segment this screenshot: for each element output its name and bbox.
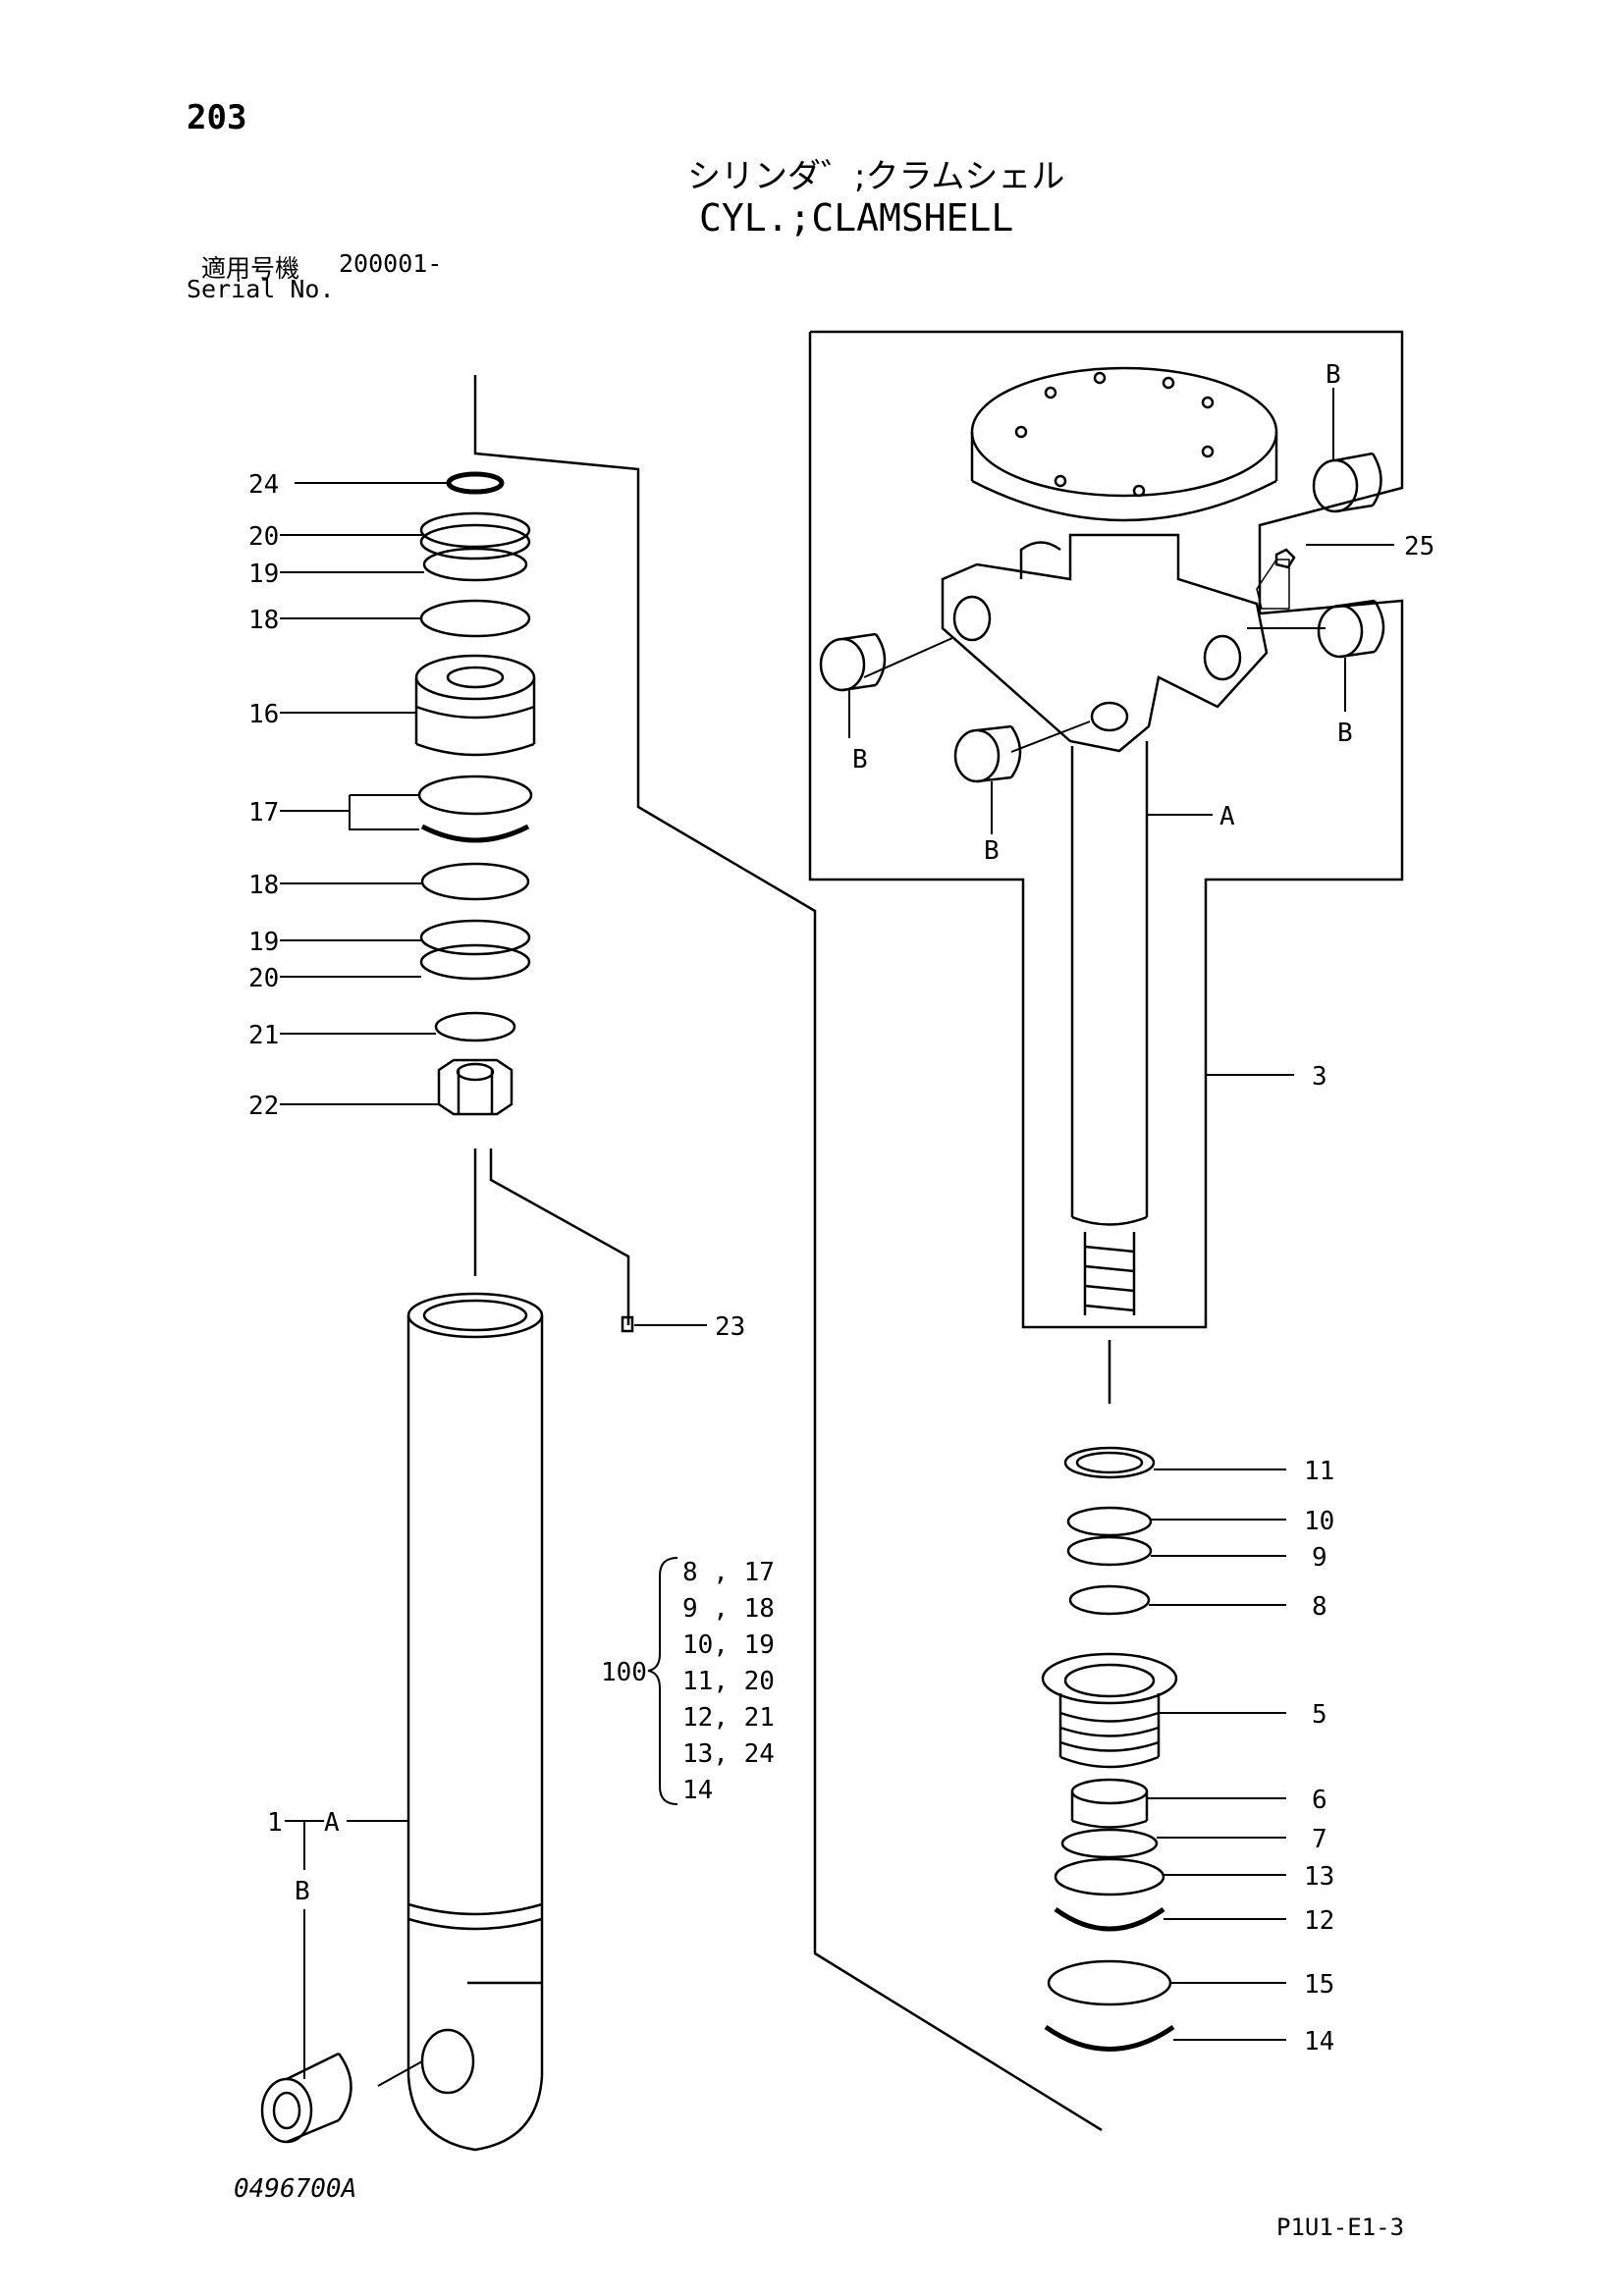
- bushing-b-4: [953, 724, 1022, 783]
- kit-row: 10, 19: [682, 1630, 775, 1660]
- ring-19a: [422, 547, 528, 582]
- kit-row: 8 , 17: [682, 1558, 775, 1587]
- rod-clevis: [941, 533, 1269, 753]
- callout-labels: 24 20 19 18 16 17 18 19 20 21 22 23 1 A …: [248, 360, 1435, 2056]
- backup-ring-18b: [420, 862, 530, 901]
- callout-19b: 19: [248, 928, 279, 957]
- cylinder-head-5: [1041, 1652, 1178, 1769]
- callout-18b: 18: [248, 871, 279, 900]
- callout-21: 21: [248, 1021, 279, 1050]
- serial-label-english: Serial No.: [187, 275, 335, 303]
- callout-1-b: B: [295, 1877, 310, 1906]
- ring-19b-20b: [419, 919, 531, 981]
- kit-row: 9 , 18: [682, 1594, 775, 1624]
- kit-row: 11, 20: [682, 1667, 775, 1696]
- callout-23: 23: [715, 1312, 745, 1342]
- wear-ring-20a: [419, 511, 531, 561]
- callout-19a: 19: [248, 560, 279, 589]
- page-number: 203: [187, 98, 247, 137]
- callout-b-right: B: [1337, 719, 1353, 748]
- callout-5: 5: [1312, 1700, 1327, 1730]
- exploded-centerline: [473, 375, 1103, 2132]
- ring-8: [1068, 1584, 1151, 1616]
- bushing-6: [1070, 1778, 1149, 1829]
- page-code: P1U1-E1-3: [1276, 2214, 1405, 2241]
- callout-22: 22: [248, 1092, 279, 1121]
- callout-b-top: B: [1326, 360, 1341, 390]
- callout-17: 17: [248, 798, 279, 828]
- piston-16: [414, 654, 536, 757]
- ring-15: [1047, 1959, 1172, 2006]
- bushing-b-2: [1317, 599, 1385, 659]
- dust-seal-11: [1063, 1446, 1156, 1479]
- callout-14: 14: [1304, 2027, 1334, 2056]
- rod-head-flange: [970, 366, 1278, 522]
- set-screw-23-leader-path: [489, 1148, 630, 1325]
- callout-20a: 20: [248, 522, 279, 552]
- callout-24: 24: [248, 470, 279, 500]
- bushing-b-bottom: [260, 2052, 352, 2144]
- ring-10-9: [1066, 1506, 1153, 1567]
- bushing-b-3: [819, 632, 887, 692]
- callout-8: 8: [1312, 1592, 1327, 1622]
- callout-1: 1: [267, 1808, 283, 1838]
- serial-label-japanese: 適用号機: [201, 254, 300, 283]
- callout-a-rod: A: [1219, 802, 1235, 831]
- callout-10: 10: [1304, 1507, 1334, 1536]
- callout-6: 6: [1312, 1786, 1327, 1815]
- rod-assembly-frame: [808, 330, 1404, 1329]
- callout-15: 15: [1304, 1970, 1334, 2000]
- bushing-b-1: [1312, 452, 1382, 513]
- backup-ring-18a: [419, 599, 531, 638]
- kit-row: 13, 24: [682, 1739, 775, 1769]
- set-screw-23: [621, 1315, 634, 1333]
- callout-7: 7: [1312, 1825, 1327, 1854]
- piston-rod-3: [1070, 741, 1149, 1315]
- seal-14: [1044, 2024, 1175, 2052]
- kit-row: 12, 21: [682, 1703, 775, 1733]
- callout-b-left: B: [852, 745, 868, 774]
- washer-21: [434, 1011, 516, 1042]
- title-english: CYL.;CLAMSHELL: [699, 196, 1014, 240]
- ring-13: [1054, 1857, 1165, 1896]
- serial-number-value: 200001-: [339, 249, 443, 278]
- o-ring-24: [446, 471, 505, 495]
- callout-18a: 18: [248, 606, 279, 635]
- callout-9: 9: [1312, 1543, 1327, 1573]
- kit-brace: [647, 1557, 678, 1805]
- callout-3: 3: [1312, 1062, 1327, 1092]
- seal-17: [417, 774, 533, 843]
- ring-7: [1060, 1828, 1159, 1859]
- callout-1-a: A: [324, 1808, 340, 1838]
- callout-12: 12: [1304, 1906, 1334, 1936]
- drawing-code: 0496700A: [234, 2174, 357, 2204]
- nut-22: [437, 1058, 514, 1116]
- grease-fitting-25: [1274, 548, 1296, 569]
- callout-25: 25: [1404, 532, 1435, 561]
- callout-b-middle: B: [984, 836, 1000, 866]
- callout-13: 13: [1304, 1862, 1334, 1892]
- kit-row: 14: [682, 1776, 713, 1805]
- callout-11: 11: [1304, 1457, 1334, 1486]
- callout-16: 16: [248, 700, 279, 729]
- kit-number: 100: [601, 1658, 647, 1687]
- leader-lines: [280, 388, 1394, 2087]
- callout-20b: 20: [248, 964, 279, 993]
- cylinder-tube: [406, 1292, 544, 2152]
- seal-12: [1054, 1906, 1165, 1932]
- title-japanese: シリンダ゛;クラムシェル: [687, 157, 1065, 196]
